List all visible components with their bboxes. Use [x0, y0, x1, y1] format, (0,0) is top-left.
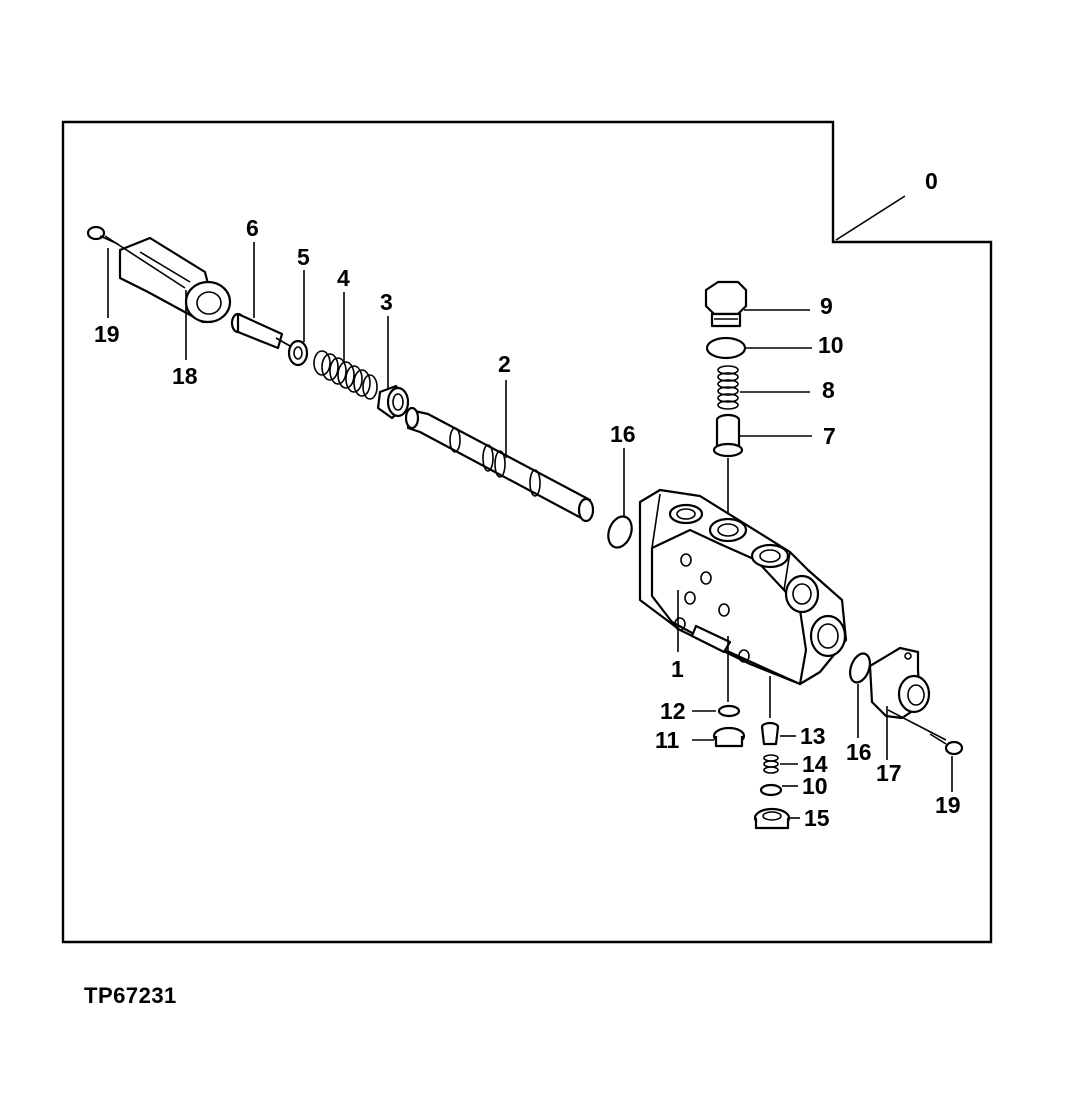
- callout-19-right: 19: [935, 792, 961, 818]
- part-4-spring: [313, 350, 378, 400]
- callout-6: 6: [246, 215, 259, 241]
- part-14-spring: [763, 754, 779, 774]
- part-19-bolt-right: [929, 733, 964, 756]
- callout-12: 12: [660, 698, 686, 724]
- callout-8: 8: [822, 377, 835, 403]
- callout-15: 15: [804, 805, 830, 831]
- callout-11: 11: [655, 727, 680, 753]
- callout-9: 9: [820, 293, 833, 319]
- part-7-poppet: [712, 413, 744, 458]
- part-10-oring-lower: [759, 783, 783, 797]
- part-1-valve-housing: [638, 488, 848, 686]
- callout-19-left: 19: [94, 321, 120, 347]
- diagram-frame: [61, 120, 993, 944]
- callout-10-upper: 10: [818, 332, 844, 358]
- part-9-plug: [704, 280, 748, 328]
- part-8-spring: [717, 365, 739, 410]
- part-18-cap: [118, 236, 232, 324]
- part-13-poppet: [760, 721, 780, 746]
- part-6-pin: [230, 312, 291, 350]
- callout-10-lower: 10: [802, 773, 828, 799]
- callout-4: 4: [337, 265, 350, 291]
- part-2-spool: [404, 406, 595, 523]
- callout-18: 18: [172, 363, 198, 389]
- leader-line-0: [835, 195, 906, 241]
- callout-16-lower: 16: [846, 739, 872, 765]
- part-10-oring-upper: [705, 336, 747, 360]
- callout-0: 0: [925, 168, 938, 194]
- callout-13: 13: [800, 723, 826, 749]
- callout-3: 3: [380, 289, 393, 315]
- part-16-oring-upper: [607, 515, 633, 549]
- callout-7: 7: [823, 423, 836, 449]
- callout-17: 17: [876, 760, 902, 786]
- part-12-oring: [717, 704, 741, 718]
- callout-1: 1: [671, 656, 684, 682]
- callout-5: 5: [297, 244, 310, 270]
- part-5-washer: [287, 339, 309, 367]
- part-16-oring-lower: [849, 652, 871, 684]
- part-17-flange: [868, 646, 931, 720]
- callout-16-upper: 16: [610, 421, 636, 447]
- callout-14: 14: [802, 751, 828, 777]
- callout-2: 2: [498, 351, 511, 377]
- part-15-plug: [753, 807, 791, 830]
- part-3-bushing: [376, 384, 410, 420]
- part-11-plug: [712, 726, 746, 748]
- figure-id: TP67231: [84, 983, 177, 1008]
